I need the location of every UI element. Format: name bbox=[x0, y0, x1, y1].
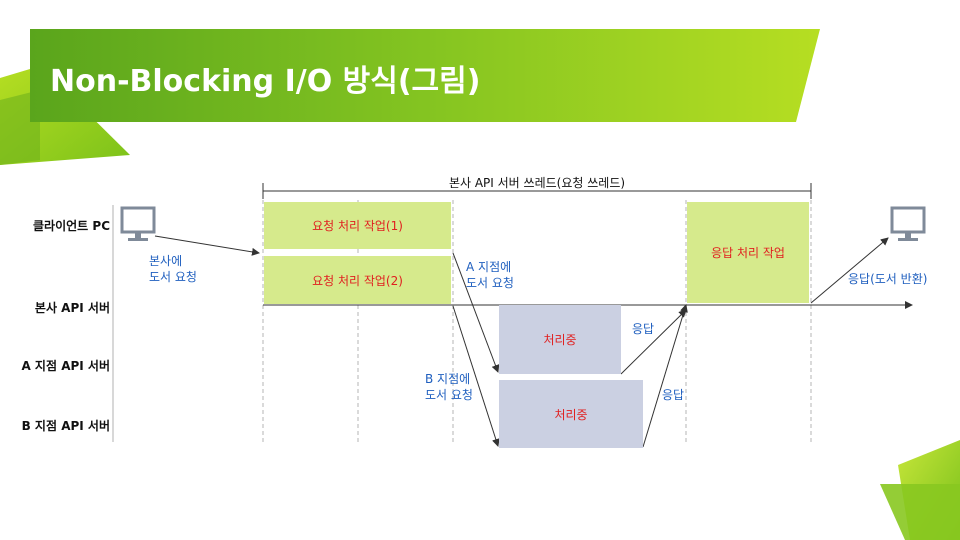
thread-bracket bbox=[262, 183, 812, 199]
corner-accent-2 bbox=[880, 484, 960, 540]
note-line: 도서 요청 bbox=[149, 270, 197, 284]
server-to-a-arrow bbox=[452, 252, 500, 373]
request-task-1-box: 요청 처리 작업(1) bbox=[264, 202, 451, 249]
page-title: Non-Blocking I/O 방식(그림) bbox=[50, 64, 481, 99]
lane-label-client: 클라이언트 PC bbox=[33, 219, 110, 233]
note-line: 본사에 bbox=[149, 254, 183, 268]
a-response-note: 응답 bbox=[632, 322, 655, 336]
processing-b-box: 처리중 bbox=[499, 380, 643, 448]
processing-a-box: 처리중 bbox=[499, 305, 621, 374]
lane-label-hq-server: 본사 API 서버 bbox=[34, 301, 110, 315]
a-to-server-arrow bbox=[620, 309, 687, 375]
final-response-note: 응답(도서 반환) bbox=[848, 272, 928, 286]
note-line: 도서 요청 bbox=[466, 276, 514, 290]
request-task-2-box: 요청 처리 작업(2) bbox=[264, 256, 451, 304]
b-to-server-arrow bbox=[642, 304, 688, 448]
lane-label-branch-a: A 지점 API 서버 bbox=[21, 359, 110, 373]
time-gridlines bbox=[262, 200, 812, 442]
note-line: A 지점에 bbox=[466, 260, 512, 274]
b-response-note: 응답 bbox=[662, 388, 685, 402]
banner-shape bbox=[30, 29, 820, 122]
monitor-icon bbox=[890, 206, 926, 241]
client-request-note: 본사에 도서 요청 bbox=[149, 253, 197, 285]
a-request-note: A 지점에 도서 요청 bbox=[466, 259, 514, 291]
note-line: 도서 요청 bbox=[425, 388, 473, 402]
monitor-icon bbox=[120, 206, 156, 241]
client-to-server-arrow bbox=[154, 235, 260, 256]
server-to-b-arrow bbox=[452, 305, 500, 447]
thread-label: 본사 API 서버 쓰레드(요청 쓰레드) bbox=[448, 176, 626, 190]
lane-label-branch-b: B 지점 API 서버 bbox=[21, 419, 110, 433]
server-to-client-arrow bbox=[810, 237, 889, 304]
note-line: B 지점에 bbox=[425, 372, 471, 386]
b-request-note: B 지점에 도서 요청 bbox=[425, 371, 473, 403]
response-task-box: 응답 처리 작업 bbox=[687, 202, 809, 303]
